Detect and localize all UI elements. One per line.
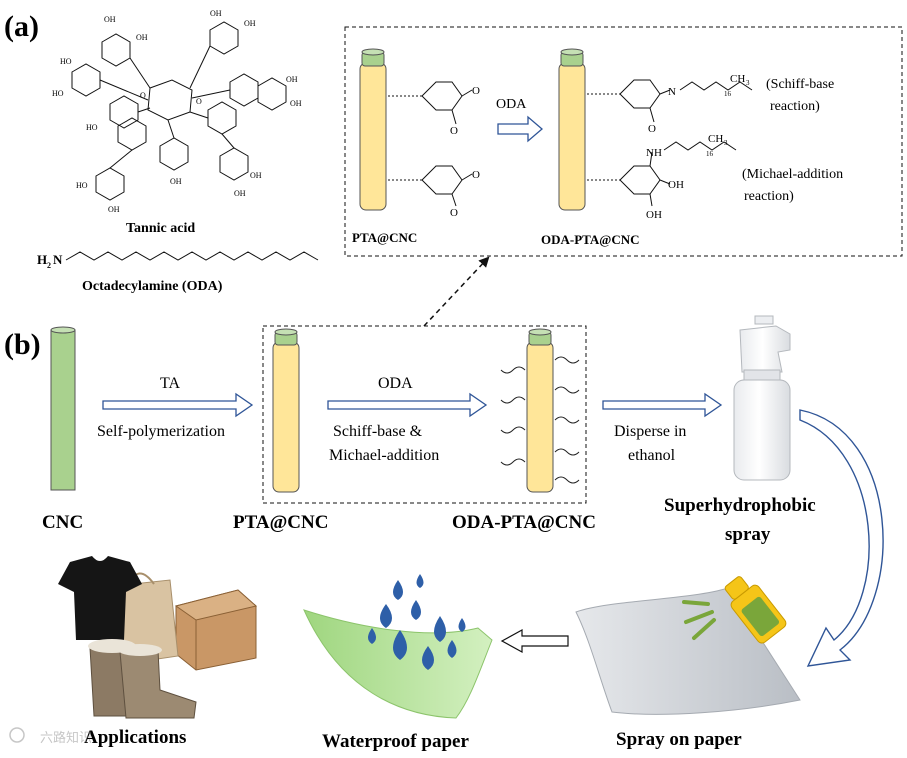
michael-addition-note-2: reaction) [744,189,794,204]
oda-alkyl-chain [65,251,319,261]
tannic-acid-structure [71,21,287,201]
carbonyl-o: O [648,123,656,135]
inset-arrow-label: ODA [496,97,527,112]
inset-left-caption: PTA@CNC [352,230,417,245]
michael-addition-note-1: (Michael-addition [742,167,843,182]
t-shirt-icon [58,556,142,640]
inset-pta-cnc-cylinder [359,48,387,211]
ho-label: HO [60,57,72,66]
step1-condition: Self-polymerization [97,423,225,440]
waterproof-paper-graphic [303,574,493,719]
quinone-o: O [472,169,480,181]
o-label: O [140,91,146,100]
pta-cnc-cylinder [272,328,300,493]
amine-sub: 2 [47,261,51,270]
oda-molecule: H 2 N [37,251,319,270]
hydroxyl-oh: OH [646,209,662,221]
modified-structures [587,79,753,207]
oda-name: Octadecylamine (ODA) [82,279,223,294]
oh-label: OH [234,189,246,198]
watermark: 六路知识 [9,727,92,745]
step3-arrow [602,392,723,418]
oh-label: OH [244,19,256,28]
inset-reaction-arrow [497,115,543,143]
boots-icon [88,639,197,719]
waterproof-paper-label: Waterproof paper [322,731,469,752]
methyl-ch: CH [730,73,745,85]
oh-label: OH [290,99,302,108]
spray-label-1: Superhydrophobic [664,495,816,516]
oh-label: OH [170,177,182,186]
amine-n: N [53,252,63,267]
curved-flow-arrow [799,409,884,667]
inset-oda-pta-cnc-cylinder [558,48,586,211]
o-label: O [196,97,202,106]
step3-condition-2: ethanol [628,447,676,464]
tannic-acid-labels: OH OH HO HO OH OH OH OH HO HO OH OH OH O… [52,9,302,214]
quinone-o: O [472,85,480,97]
spray-on-paper-graphic [575,576,801,715]
methyl-ch: CH [708,133,723,145]
applications-label: Applications [84,727,186,748]
spray-bottle-icon [733,315,791,481]
amine-h: H [37,252,47,267]
cnc-label: CNC [42,512,83,533]
hydroxyl-oh: OH [668,179,684,191]
quinone-structures [388,81,473,207]
methyl-sub: 3 [746,79,750,87]
ho-label: HO [76,181,88,190]
step1-arrow [102,392,254,418]
quinone-o: O [450,207,458,219]
oda-pta-cnc-cylinder [500,328,580,493]
quinone-o: O [450,125,458,137]
oda-pta-cnc-label: ODA-PTA@CNC [452,512,596,533]
imine-n: N [668,86,676,98]
ho-label: HO [52,89,64,98]
oh-label: OH [108,205,120,214]
chain-sub: 16 [724,90,732,98]
oh-label: OH [104,15,116,24]
amine-nh: NH [646,147,662,159]
schiff-base-note-2: reaction) [770,99,820,114]
cnc-rod [50,326,76,491]
step3-condition-1: Disperse in [614,423,686,440]
step2-condition-2: Michael-addition [329,447,439,464]
step2-arrow [327,392,488,418]
pta-cnc-label: PTA@CNC [233,512,328,533]
inset-right-caption: ODA-PTA@CNC [541,232,640,247]
oh-label: OH [250,171,262,180]
panel-a-label: (a) [4,10,39,43]
methyl-sub: 3 [724,139,728,147]
watermark-text: 六路知识 [40,730,92,745]
reaction-inset-box [344,26,903,257]
panel-b-label: (b) [4,328,41,361]
spray-to-paper-arrow [500,628,569,654]
chain-sub: 16 [706,150,714,158]
zoom-region-box [262,325,587,504]
step2-reagent: ODA [378,375,413,392]
zoom-pointer-arrow [423,256,490,327]
oh-label: OH [136,33,148,42]
schiff-base-note-1: (Schiff-base [766,77,834,92]
spray-on-paper-label: Spray on paper [616,729,742,750]
oh-label: OH [286,75,298,84]
step1-reagent: TA [160,375,180,392]
step2-condition-1: Schiff-base & [333,423,423,440]
ho-label: HO [86,123,98,132]
applications-graphic [58,556,258,719]
tannic-acid-name: Tannic acid [126,221,195,236]
oh-label: OH [210,9,222,18]
spray-label-2: spray [725,524,771,545]
